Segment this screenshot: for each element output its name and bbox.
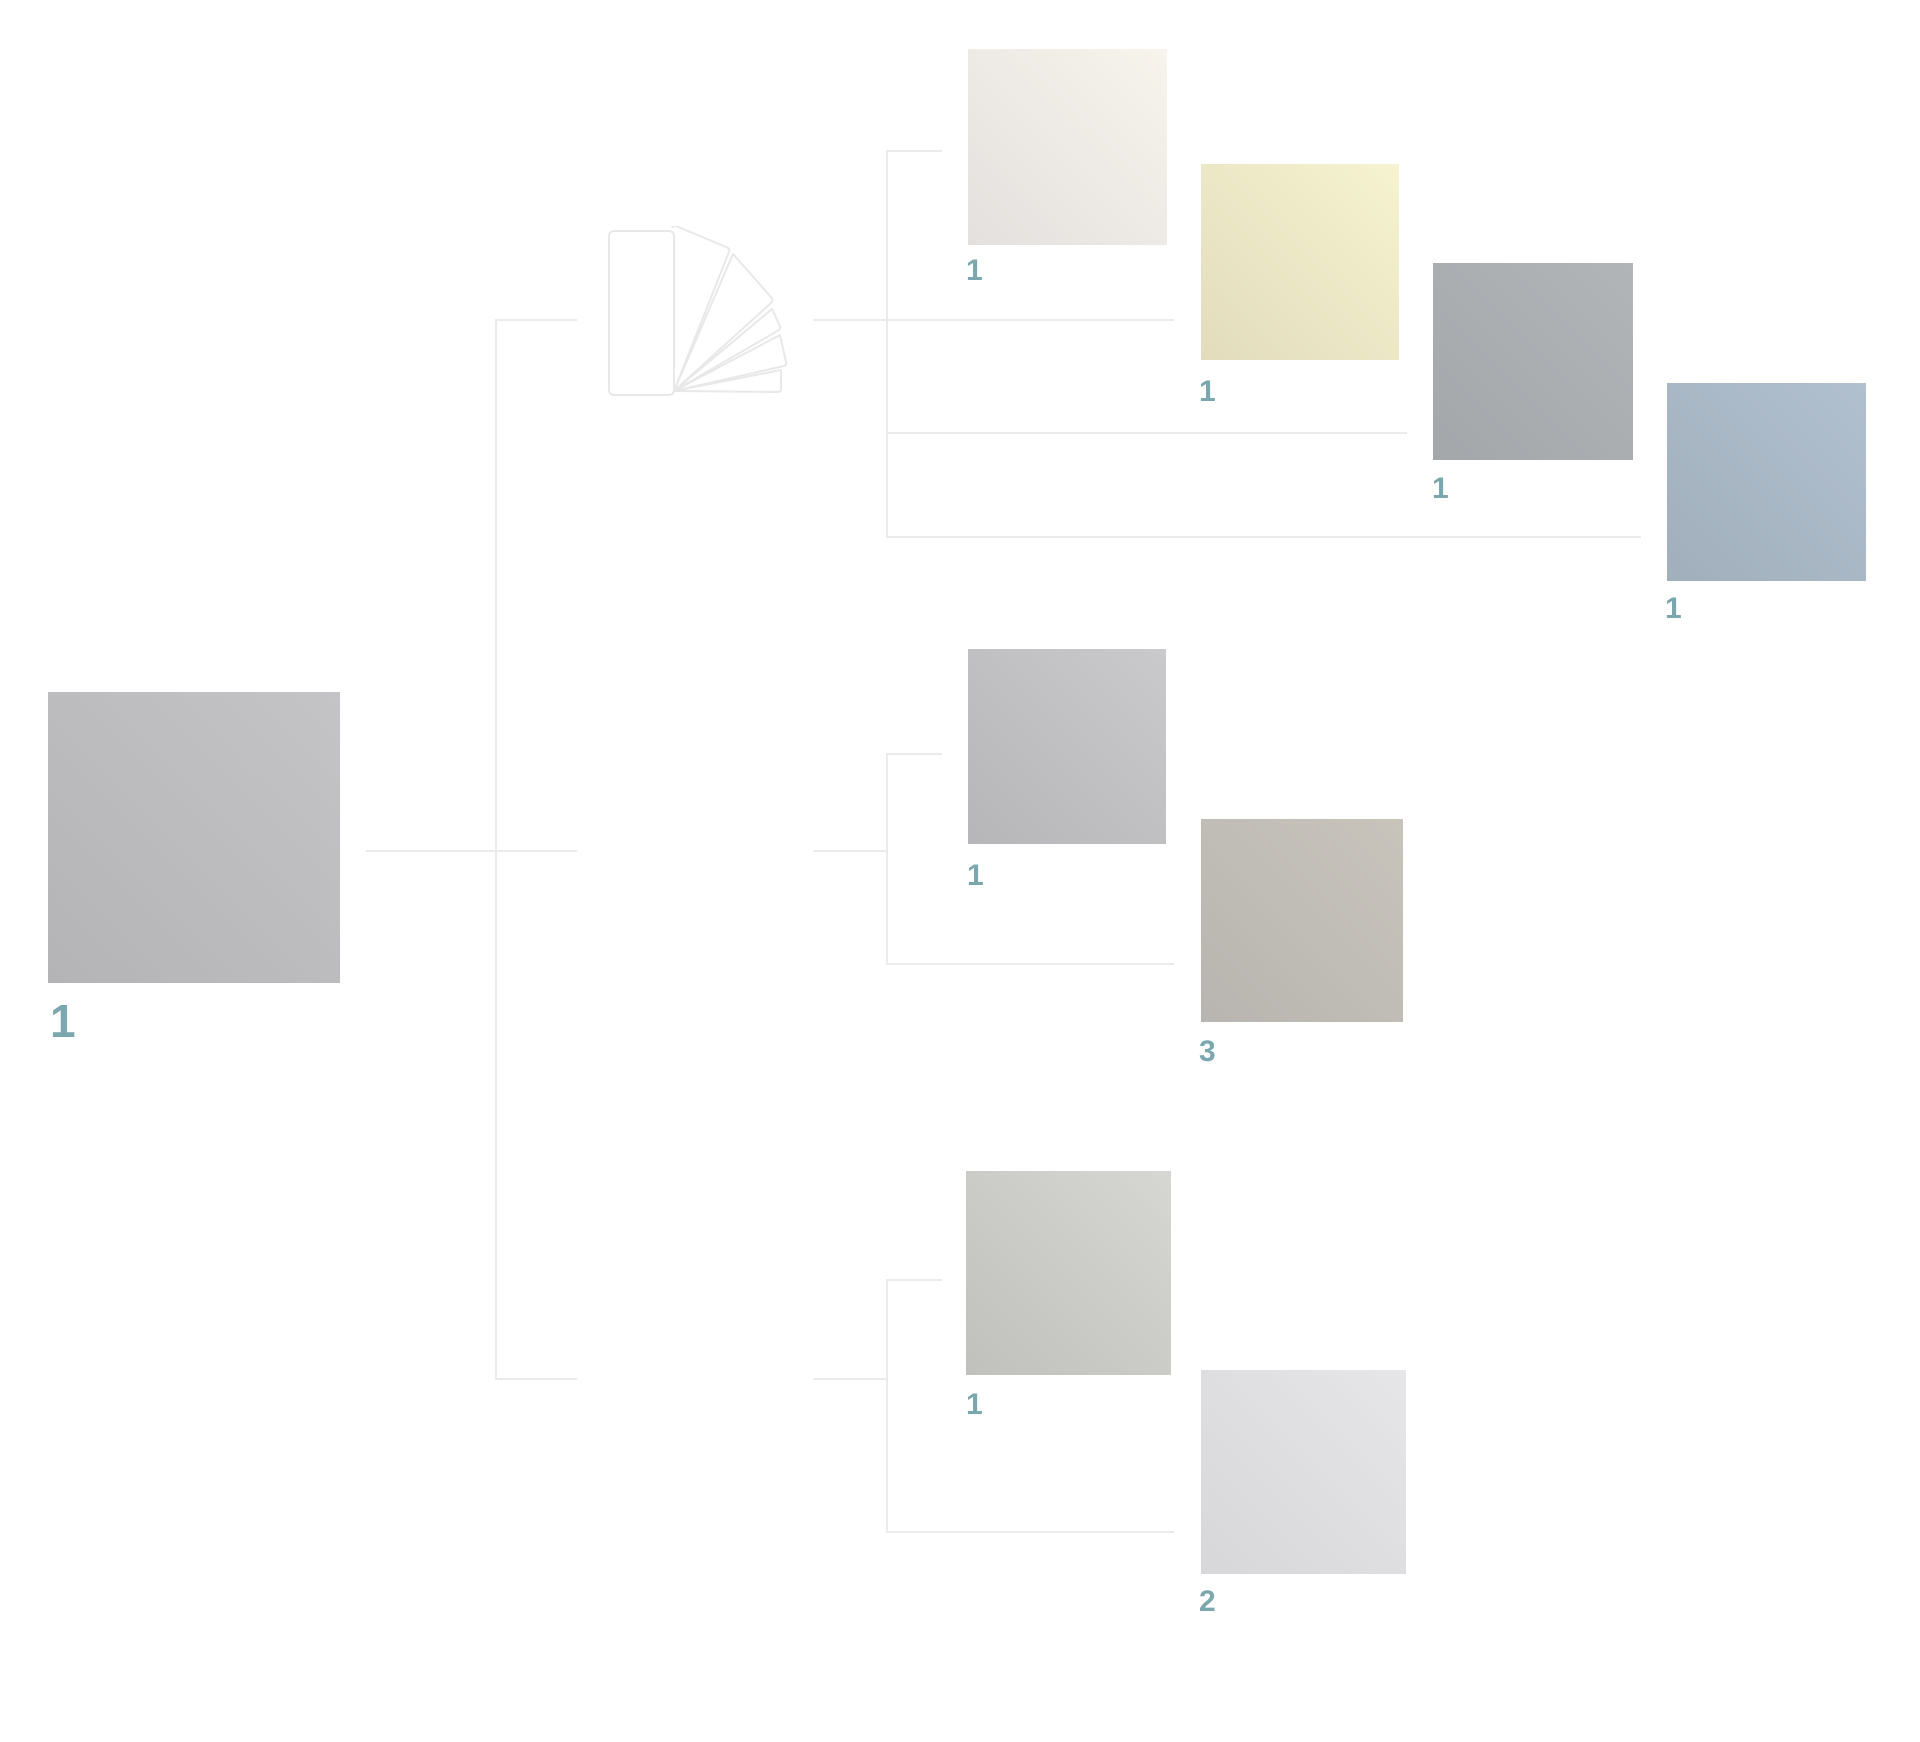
- group-1-swatch-4[interactable]: [1667, 383, 1866, 581]
- group-1-bracket: [886, 151, 888, 538]
- group-1-swatch-3[interactable]: [1433, 263, 1633, 460]
- group-3-child-2-line: [886, 1531, 1174, 1533]
- branch-1-stub: [495, 319, 577, 321]
- branch-3-stub: [495, 1378, 577, 1380]
- group-1-child-1-line: [886, 150, 942, 152]
- root-color-swatch[interactable]: [48, 692, 340, 983]
- group-2-child-2-line: [886, 963, 1174, 965]
- group-3-count-2: 2: [1199, 1585, 1216, 1618]
- group-2-child-1-line: [886, 753, 942, 755]
- group-3-bracket: [886, 1280, 888, 1533]
- group-1-count-4: 1: [1665, 592, 1682, 625]
- root-connector-line: [366, 850, 577, 852]
- group-1-child-2-line: [886, 319, 1174, 321]
- group-3-swatch-2[interactable]: [1201, 1370, 1406, 1574]
- group-2-swatch-2[interactable]: [1201, 819, 1403, 1022]
- fan-deck-icon: [608, 226, 788, 396]
- group-3-swatch-1[interactable]: [966, 1171, 1171, 1375]
- group-2-bracket: [886, 754, 888, 965]
- group-3-connector: [813, 1378, 887, 1380]
- group-1-count-1: 1: [966, 254, 983, 287]
- group-1-connector: [813, 319, 887, 321]
- group-3-child-1-line: [886, 1279, 942, 1281]
- group-1-count-2: 1: [1199, 375, 1216, 408]
- group-1-child-3-line: [886, 432, 1407, 434]
- group-2-swatch-1[interactable]: [968, 649, 1166, 844]
- group-2-connector: [813, 850, 887, 852]
- group-1-swatch-2[interactable]: [1201, 164, 1399, 360]
- group-2-count-1: 1: [967, 859, 984, 892]
- root-count-label: 1: [50, 995, 76, 1047]
- main-bracket-line: [495, 320, 497, 1380]
- group-1-swatch-1[interactable]: [968, 49, 1167, 245]
- group-2-count-2: 3: [1199, 1035, 1216, 1068]
- group-3-count-1: 1: [966, 1388, 983, 1421]
- group-1-child-4-line: [886, 536, 1641, 538]
- group-1-count-3: 1: [1432, 472, 1449, 505]
